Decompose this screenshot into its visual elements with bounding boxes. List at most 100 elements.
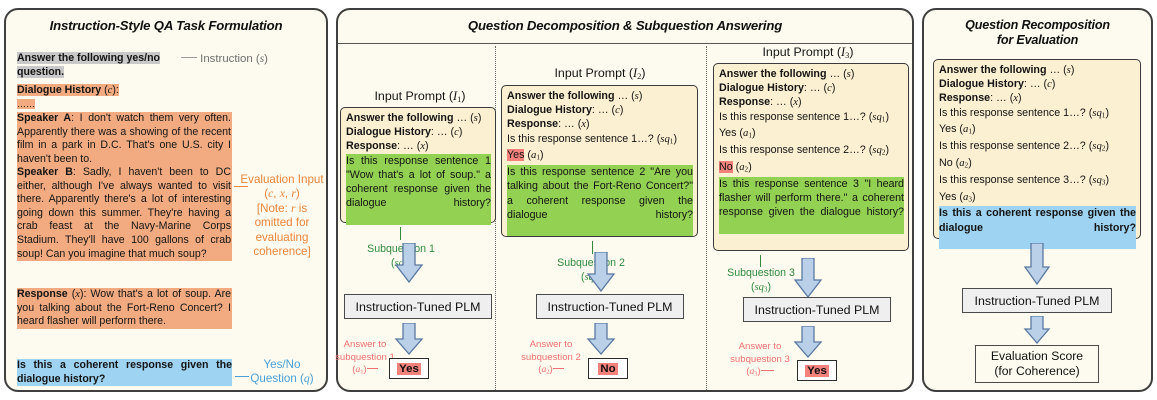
score-line1: Evaluation Score — [990, 349, 1084, 363]
prompt-i2-line-3: Is this response sentence 1…? (sq1) — [507, 132, 677, 146]
speaker-b-name: Speaker B — [17, 166, 73, 178]
panel-right-title: Question Recomposition for Evaluation — [924, 18, 1151, 48]
prompt-i3-line-0: Answer the following … (s) — [719, 68, 855, 80]
panel-left-title: Instruction-Style QA Task Formulation — [49, 18, 283, 33]
recomp-line-3: Is this response sentence 1…? (sq1) — [939, 106, 1109, 120]
prompt-box-recomposition: Answer the following … (s) Dialogue Hist… — [933, 59, 1141, 249]
prompt-i3-subquestion: Is this response sentence 3 "I heard fla… — [719, 176, 904, 234]
panel-mid-title: Question Decomposition & Subquestion Ans… — [467, 18, 783, 33]
instruction-connector — [181, 57, 197, 58]
subquestion-3-label: Subquestion 3 (sq3) — [727, 267, 795, 294]
dialogue-history-label: Dialogue History (c): — [17, 84, 119, 96]
question-annot-line1: Yes/No — [263, 358, 301, 371]
prompt-i1-line-2: Response: … (x) — [346, 140, 429, 153]
prompt-i3-line-3: Is this response sentence 1…? (sq1) — [719, 110, 889, 124]
answer-2-annotation: Answer to subquestion 2 (a2) — [521, 339, 581, 376]
recomp-line-5: Is this response sentence 2…? (sq2) — [939, 140, 1109, 153]
prompt-i2-line-4: Yes (a1) — [507, 149, 544, 162]
prompt-i2-subquestion: Is this response sentence 2 "Are you tal… — [507, 165, 693, 237]
prompt-i2-answer1-badge: Yes — [507, 149, 525, 162]
arrow-down-to-score — [1023, 316, 1051, 344]
answer-box-3: Yes — [797, 360, 837, 381]
arrow-down-to-plm-3 — [793, 258, 823, 298]
speaker-a-text: : I don't watch them very often. Apparen… — [17, 112, 231, 165]
recomp-final-question: Is this a coherent response given the di… — [939, 206, 1136, 249]
speaker-a-block: Speaker A: I don't watch them very often… — [17, 112, 232, 167]
arrow-down-to-answer-1 — [394, 323, 424, 355]
plm-box-final: Instruction-Tuned PLM — [962, 288, 1112, 313]
answer-1-annotation: Answer to subquestion 1 (a1) — [335, 339, 395, 376]
eval-annot-line3: [Note: r is — [256, 201, 308, 215]
eval-input-connector — [234, 178, 250, 196]
answer-box-2: No — [588, 358, 628, 379]
recomp-line-2: Response: … (x) — [939, 92, 1022, 105]
eval-annot-line4: omitted for — [254, 216, 310, 230]
speaker-b-block: Speaker B: Sadly, I haven't been to DC e… — [17, 166, 232, 262]
subq2-tick — [592, 241, 593, 254]
speaker-a-name: Speaker A — [17, 112, 72, 124]
question-annot-line2: Question (q) — [250, 372, 314, 386]
prompt-i2-line-1: Dialogue History: … (c) — [507, 104, 624, 117]
prompt-label-i2: Input Prompt (I2) — [554, 66, 646, 81]
recomp-line-1: Dialogue History: … (c) — [939, 78, 1056, 91]
arrow-down-to-plm-final — [1023, 243, 1051, 285]
instruction-line: Answer the following yes/no question. — [17, 52, 182, 79]
plm-box-2: Instruction-Tuned PLM — [536, 294, 684, 319]
score-line2: (for Coherence) — [994, 364, 1080, 378]
prompt-i1-line-0: Answer the following … (s) — [346, 112, 482, 124]
prompt-i3-answer2-badge: No — [719, 161, 733, 173]
instruction-annotation-label: Instruction (s) — [200, 53, 268, 65]
prompt-box-i2: Answer the following … (s) Dialogue Hist… — [501, 85, 698, 237]
panel-right-title-line2: for Evaluation — [996, 33, 1079, 47]
prompt-i2-line-0: Answer the following … (s) — [507, 90, 643, 102]
prompt-i3-line-1: Dialogue History: … (c) — [719, 82, 836, 95]
question-annotation: Yes/No Question (q) — [238, 358, 326, 387]
eval-annot-line1: Evaluation Input — [240, 173, 324, 186]
prompt-box-i1: Answer the following … (s) Dialogue Hist… — [340, 107, 496, 225]
evaluation-score-box: Evaluation Score (for Coherence) — [975, 345, 1099, 383]
response-label: Response — [17, 288, 68, 300]
recomp-line-0: Answer the following … (s) — [939, 64, 1075, 76]
prompt-box-i3: Answer the following … (s) Dialogue Hist… — [713, 63, 909, 251]
eval-input-annotation: Evaluation Input (c, x, r) [Note: r is o… — [238, 173, 326, 259]
prompt-i1-line-1: Dialogue History: … (c) — [346, 126, 463, 139]
instruction-text: Answer the following yes/no question. — [17, 52, 161, 78]
eval-annot-line5: evaluating — [255, 230, 309, 244]
eval-annot-line6: coherence] — [253, 245, 311, 259]
recomp-line-7: Is this response sentence 3…? (sq3) — [939, 173, 1109, 187]
dialogue-history-ellipsis: …… — [17, 99, 35, 109]
panel-right-title-line1: Question Recomposition — [965, 18, 1110, 32]
prompt-i3-line-5: Is this response sentence 2…? (sq2) — [719, 144, 889, 157]
prompt-i3-line-6: No (a2) — [719, 161, 752, 174]
yesno-question-text: Is this a coherent response given the di… — [17, 359, 232, 387]
panel-mid-divider — [338, 43, 912, 44]
subq1-tick — [400, 227, 401, 240]
prompt-i1-subquestion: Is this response sentence 1 "Wow that's … — [346, 153, 491, 225]
question-connector — [235, 368, 249, 386]
instruction-annotation: Instruction (s) — [181, 53, 321, 65]
panel-task-formulation: Instruction-Style QA Task Formulation An… — [4, 8, 328, 392]
arrow-down-to-plm-2 — [586, 252, 616, 292]
plm-box-3: Instruction-Tuned PLM — [743, 297, 891, 322]
response-block: Response (x): Wow that's a lot of soup. … — [17, 288, 232, 329]
plm-box-1: Instruction-Tuned PLM — [344, 294, 492, 319]
arrow-down-to-answer-3 — [793, 326, 823, 358]
prompt-i3-line-2: Response: … (x) — [719, 96, 802, 109]
answer-box-1: Yes — [389, 358, 429, 379]
arrow-down-to-answer-2 — [586, 323, 616, 355]
prompt-label-i1: Input Prompt (I1) — [374, 89, 466, 104]
prompt-i2-line-2: Response: … (x) — [507, 118, 590, 131]
dialogue-history-label-text: Dialogue History — [17, 84, 102, 96]
subq3-tick — [760, 255, 761, 267]
recomp-line-4: Yes (a1) — [939, 123, 976, 136]
column-divider-2 — [706, 46, 707, 390]
prompt-i3-line-4: Yes (a1) — [719, 127, 756, 140]
prompt-label-i3: Input Prompt (I3) — [762, 45, 854, 60]
response-text: : Wow that's a lot of soup. Are you talk… — [17, 288, 231, 328]
speaker-b-text: : Sadly, I haven't been to DC either, al… — [17, 166, 231, 260]
arrow-down-to-plm-1 — [394, 243, 424, 283]
eval-annot-line2: (c, x, r) — [264, 187, 300, 201]
answer-3-annotation: Answer to subquestion 3 (a3) — [730, 341, 790, 378]
recomp-line-6: No (a2) — [939, 157, 972, 170]
